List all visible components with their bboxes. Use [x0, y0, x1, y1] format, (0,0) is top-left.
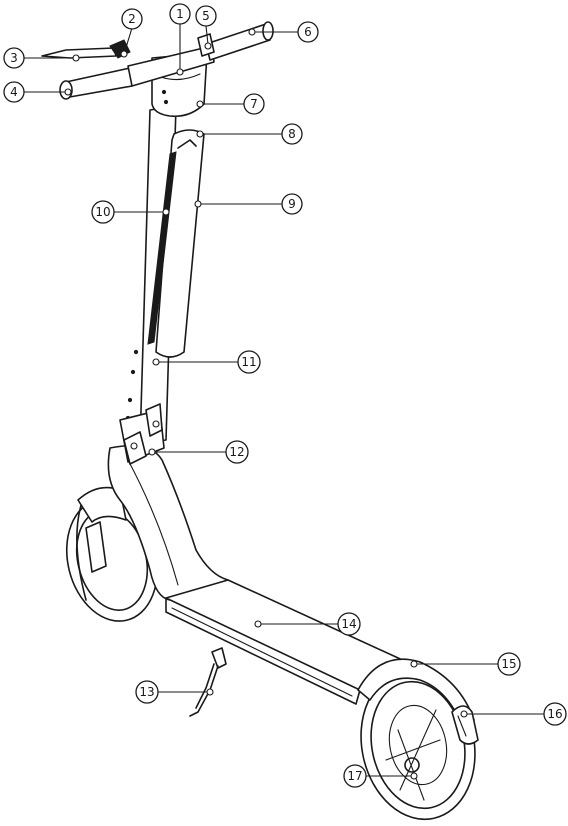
callout-3: 3: [4, 48, 24, 68]
callout-13-label: 13: [139, 685, 154, 699]
callout-5-label: 5: [202, 9, 210, 23]
callout-2-label: 2: [128, 12, 136, 26]
callout-9: 9: [282, 194, 302, 214]
callout-8-label: 8: [288, 127, 296, 141]
callout-11-label: 11: [241, 355, 256, 369]
callout-8: 8: [282, 124, 302, 144]
callout-16-label: 16: [547, 707, 562, 721]
callout-2: 2: [122, 9, 142, 29]
callout-14-label: 14: [341, 617, 356, 631]
callout-7-label: 7: [250, 97, 258, 111]
callout-5: 5: [196, 6, 216, 26]
callout-14: 14: [338, 613, 360, 635]
callout-16: 16: [544, 703, 566, 725]
callout-12-label: 12: [229, 445, 244, 459]
callout-11: 11: [238, 351, 260, 373]
callout-13: 13: [136, 681, 158, 703]
callout-6-label: 6: [304, 25, 312, 39]
callout-7: 7: [244, 94, 264, 114]
callout-15-label: 15: [501, 657, 516, 671]
callout-1: 1: [170, 4, 190, 24]
callout-17-label: 17: [347, 769, 362, 783]
callout-10: 10: [92, 201, 114, 223]
callout-9-label: 9: [288, 197, 296, 211]
callout-1-label: 1: [176, 7, 184, 21]
callout-12: 12: [226, 441, 248, 463]
callout-3-label: 3: [10, 51, 18, 65]
callout-17: 17: [344, 765, 366, 787]
callout-15: 15: [498, 653, 520, 675]
callout-4: 4: [4, 82, 24, 102]
callout-4-label: 4: [10, 85, 18, 99]
kickstand: [190, 648, 226, 716]
callout-6: 6: [298, 22, 318, 42]
callout-10-label: 10: [95, 205, 110, 219]
